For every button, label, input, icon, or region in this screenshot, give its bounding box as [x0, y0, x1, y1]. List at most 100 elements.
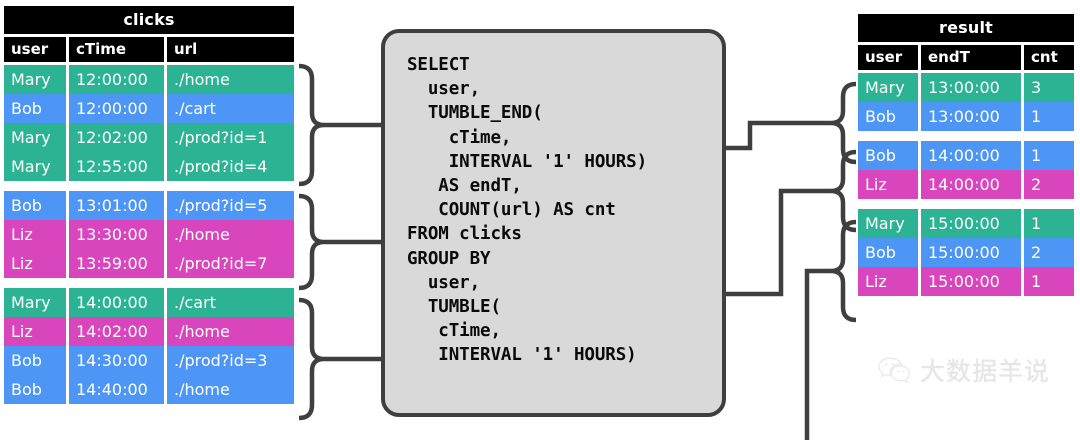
wechat-icon — [878, 357, 911, 384]
cell-user: Mary — [858, 209, 918, 238]
cell-ctime: 13:30:00 — [69, 220, 164, 249]
cell-cnt: 2 — [1024, 238, 1074, 267]
right-connector-group-3 — [804, 268, 831, 440]
cell-user: Liz — [4, 220, 66, 249]
cell-cnt: 3 — [1024, 73, 1074, 102]
sql-query-text: SELECT user, TUMBLE_END( cTime, INTERVAL… — [407, 55, 648, 366]
cell-url: ./home — [167, 65, 294, 94]
cell-cnt: 1 — [1024, 102, 1074, 131]
group-separator — [858, 131, 1074, 141]
cell-endt: 14:00:00 — [921, 141, 1021, 170]
cell-url: ./home — [167, 317, 294, 346]
cell-user: Mary — [4, 152, 66, 181]
result-table-title: result — [858, 14, 1074, 42]
cell-user: Liz — [4, 249, 66, 278]
cell-user: Mary — [858, 73, 918, 102]
clicks-table-title: clicks — [4, 6, 294, 34]
cell-url: ./cart — [167, 288, 294, 317]
left-brace-group-1 — [298, 63, 325, 187]
right-connector-group-1 — [726, 120, 831, 151]
cell-user: Bob — [4, 94, 66, 123]
result-col-header-cnt: cnt — [1024, 45, 1074, 70]
cell-endt: 13:00:00 — [921, 73, 1021, 102]
cell-user: Liz — [4, 317, 66, 346]
right-brace-group-3 — [830, 219, 857, 323]
result-col-header-user: user — [858, 45, 918, 70]
cell-url: ./prod?id=5 — [167, 191, 294, 220]
watermark: 大数据羊说 — [878, 352, 1050, 388]
cell-ctime: 13:01:00 — [69, 191, 164, 220]
right-connector-group-2 — [726, 188, 831, 297]
cell-user: Bob — [858, 141, 918, 170]
result-col-header-endt: endT — [921, 45, 1021, 70]
cell-ctime: 12:00:00 — [69, 65, 164, 94]
right-brace-group-1 — [830, 81, 857, 165]
left-brace-group-3 — [298, 297, 325, 421]
cell-ctime: 14:40:00 — [69, 375, 164, 404]
group-separator — [4, 181, 294, 191]
cell-url: ./prod?id=3 — [167, 346, 294, 375]
cell-endt: 13:00:00 — [921, 102, 1021, 131]
group-separator — [4, 278, 294, 288]
cell-ctime: 14:00:00 — [69, 288, 164, 317]
cell-user: Liz — [858, 170, 918, 199]
group-separator — [858, 199, 1074, 209]
cell-ctime: 14:30:00 — [69, 346, 164, 375]
clicks-col-header-ctime: cTime — [69, 37, 164, 62]
left-brace-group-2 — [298, 193, 325, 291]
cell-user: Bob — [858, 102, 918, 131]
sql-query-box: SELECT user, TUMBLE_END( cTime, INTERVAL… — [381, 29, 726, 417]
cell-cnt: 2 — [1024, 170, 1074, 199]
right-brace-group-2 — [830, 149, 857, 233]
cell-endt: 15:00:00 — [921, 238, 1021, 267]
clicks-col-header-user: user — [4, 37, 66, 62]
cell-user: Mary — [4, 123, 66, 152]
cell-ctime: 14:02:00 — [69, 317, 164, 346]
cell-user: Mary — [4, 288, 66, 317]
cell-cnt: 1 — [1024, 141, 1074, 170]
cell-user: Bob — [4, 346, 66, 375]
cell-url: ./prod?id=4 — [167, 152, 294, 181]
cell-ctime: 12:02:00 — [69, 123, 164, 152]
cell-url: ./prod?id=7 — [167, 249, 294, 278]
cell-cnt: 1 — [1024, 267, 1074, 296]
clicks-col-header-url: url — [167, 37, 294, 62]
cell-url: ./home — [167, 220, 294, 249]
cell-user: Liz — [858, 267, 918, 296]
cell-user: Bob — [858, 238, 918, 267]
cell-user: Mary — [4, 65, 66, 94]
cell-user: Bob — [4, 375, 66, 404]
cell-cnt: 1 — [1024, 209, 1074, 238]
cell-ctime: 12:55:00 — [69, 152, 164, 181]
cell-ctime: 12:00:00 — [69, 94, 164, 123]
cell-endt: 15:00:00 — [921, 267, 1021, 296]
cell-endt: 15:00:00 — [921, 209, 1021, 238]
cell-endt: 14:00:00 — [921, 170, 1021, 199]
cell-url: ./cart — [167, 94, 294, 123]
cell-url: ./prod?id=1 — [167, 123, 294, 152]
cell-ctime: 13:59:00 — [69, 249, 164, 278]
cell-url: ./home — [167, 375, 294, 404]
clicks-table-header-row: user cTime url — [4, 37, 294, 62]
